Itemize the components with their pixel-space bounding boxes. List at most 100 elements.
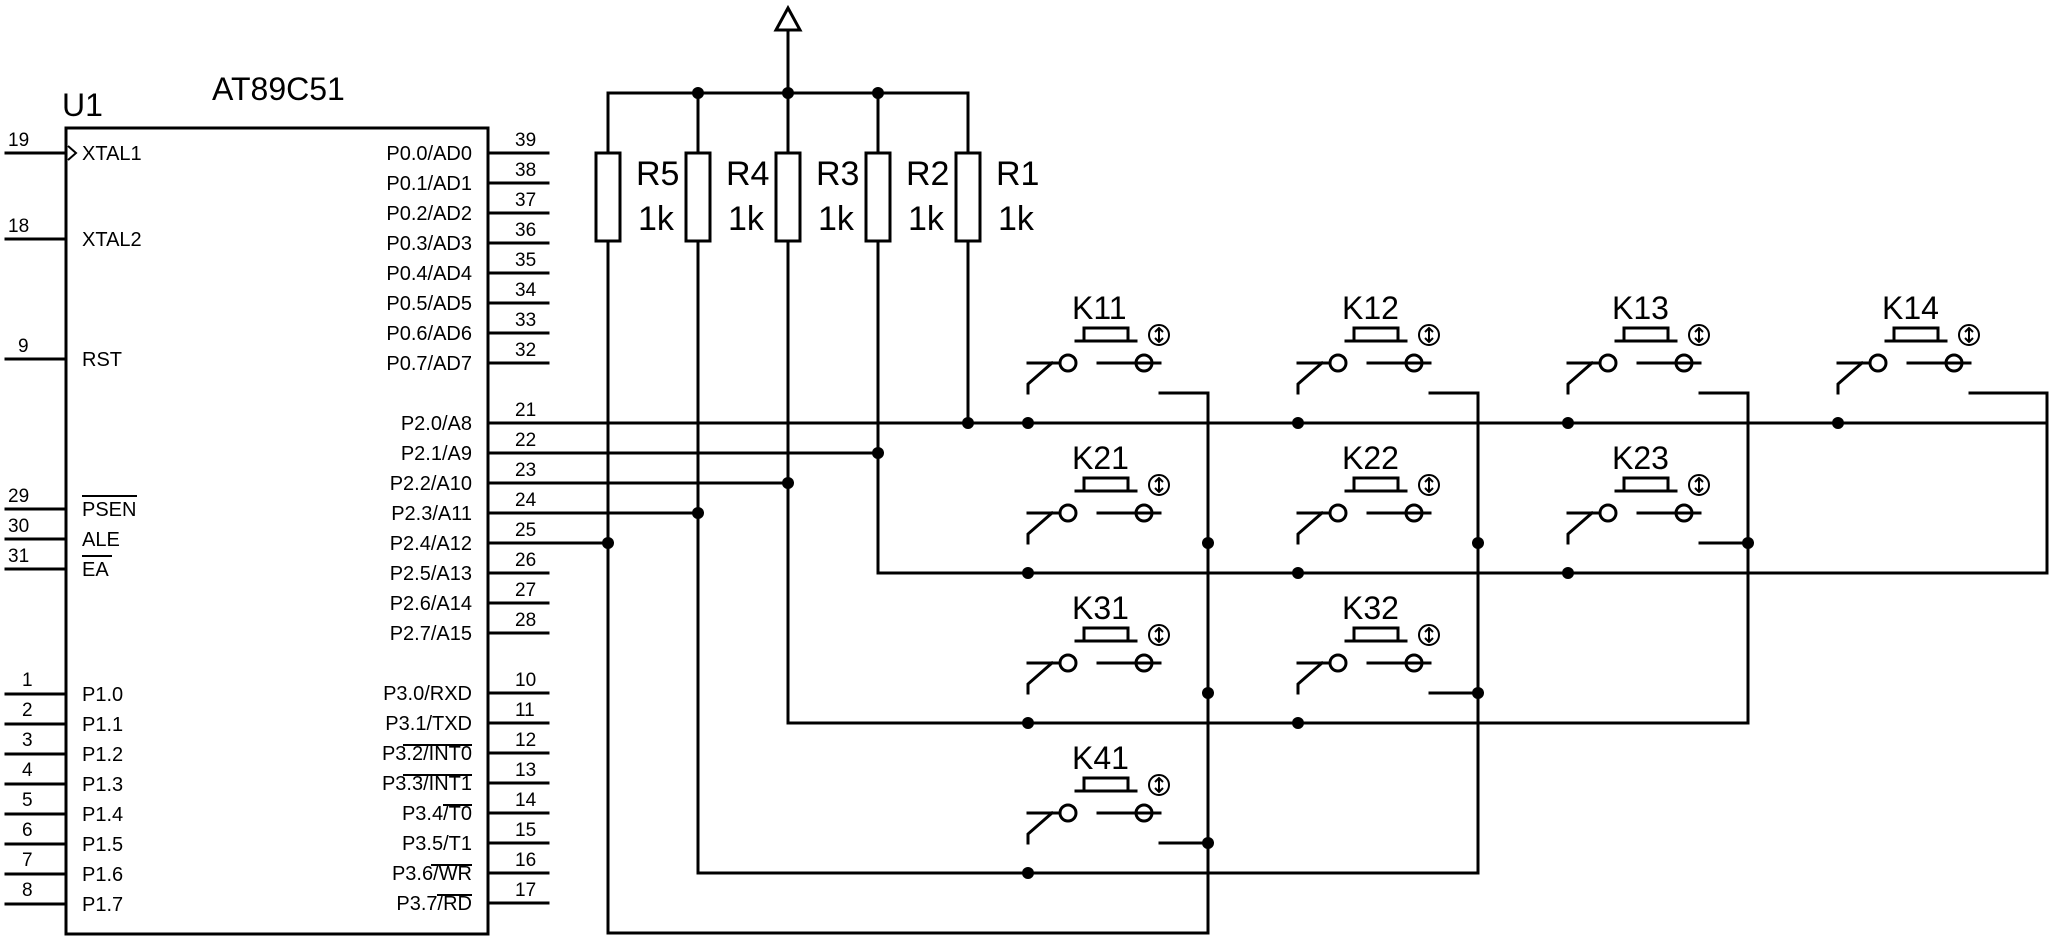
resistor-ref: R1 — [996, 155, 1039, 193]
resistor-r5: R5 1k — [594, 91, 679, 243]
pin-p1-4: 5 P1.4 — [4, 790, 123, 826]
pin-number: 21 — [515, 400, 536, 421]
pin-label: P0.2/AD2 — [386, 203, 472, 225]
key-k12: K12 — [1296, 290, 1440, 395]
pin-label: P0.6/AD6 — [386, 323, 472, 345]
power-arrow-icon — [773, 4, 803, 32]
pin-number: 16 — [515, 850, 536, 871]
port-wires — [546, 421, 2049, 545]
pin-psen: 29 PSEN — [4, 486, 137, 521]
pin-label: P2.3/A11 — [391, 503, 472, 525]
pin-number: 15 — [515, 820, 536, 841]
pin-label: P1.3 — [82, 774, 123, 796]
pin-number: 27 — [515, 580, 536, 601]
pin-number: 28 — [515, 610, 536, 631]
pin-label: ALE — [82, 529, 120, 551]
pin-number: 38 — [515, 160, 536, 181]
junction-dots — [602, 87, 1844, 879]
pin-number: 13 — [515, 760, 536, 781]
pin-label: P1.2 — [82, 744, 123, 766]
junction-dot — [692, 87, 704, 99]
junction-dot — [1202, 687, 1214, 699]
key-k22: K22 — [1296, 440, 1440, 545]
vcc-supply — [606, 4, 970, 95]
pin-label: P0.1/AD1 — [386, 173, 472, 195]
key-k41: K41 — [1026, 740, 1170, 845]
pin-xtal1: 19 XTAL1 — [4, 130, 142, 165]
pin-label: XTAL1 — [82, 143, 142, 165]
pin-number: 4 — [22, 760, 33, 781]
pin-number: 12 — [515, 730, 536, 751]
chip-part: AT89C51 — [212, 71, 345, 107]
pin-number: 10 — [515, 670, 536, 691]
pin-number: 32 — [515, 340, 536, 361]
resistor-r2: R2 1k — [864, 91, 949, 243]
pin-label: P1.4 — [82, 804, 123, 826]
pin-label: P2.5/A13 — [390, 563, 472, 585]
pin-label: P3.5/T1 — [402, 833, 472, 855]
column-k1-wire — [1158, 391, 1210, 845]
pin-label: P1.6 — [82, 864, 123, 886]
pin-number: 6 — [22, 820, 33, 841]
pin-ea: 31 EA — [4, 546, 112, 581]
key-label: K13 — [1612, 290, 1669, 326]
key-k11: K11 — [1026, 290, 1170, 395]
junction-dot — [782, 477, 794, 489]
key-label: K31 — [1072, 590, 1129, 626]
pin-label: P2.4/A12 — [390, 533, 472, 555]
pin-p1-2: 3 P1.2 — [4, 730, 123, 766]
pin-number: 1 — [22, 670, 33, 691]
pin-number: 3 — [22, 730, 33, 751]
junction-dot — [1472, 687, 1484, 699]
key-k14: K14 — [1836, 290, 1980, 395]
pin-number: 37 — [515, 190, 536, 211]
junction-dot — [602, 537, 614, 549]
pin-number: 11 — [515, 700, 535, 721]
pin-number: 29 — [8, 486, 29, 507]
pin-label: P2.1/A9 — [401, 443, 472, 465]
resistor-value: 1k — [818, 200, 855, 238]
row-wires — [606, 391, 2049, 935]
key-k32: K32 — [1296, 590, 1440, 695]
resistor-ref: R4 — [726, 155, 769, 193]
pin-number: 26 — [515, 550, 536, 571]
pin-p1-5: 6 P1.5 — [4, 820, 123, 856]
junction-dot — [872, 447, 884, 459]
key-label: K22 — [1342, 440, 1399, 476]
switch-action-icon — [1688, 324, 1710, 346]
pin-label: P3.0/RXD — [383, 683, 472, 705]
resistor-r4: R4 1k — [684, 91, 769, 243]
pin-number: 22 — [515, 430, 536, 451]
chip-right-pins: 39P0.0/AD038P0.1/AD137P0.2/AD236P0.3/AD3… — [382, 130, 550, 915]
resistor-ref: R5 — [636, 155, 679, 193]
junction-dot — [1472, 537, 1484, 549]
pin-label: P3.7/RD — [396, 893, 472, 915]
resistor-value: 1k — [638, 200, 675, 238]
pin-number: 17 — [515, 880, 536, 901]
resistor-ref: R3 — [816, 155, 859, 193]
junction-dot — [1562, 567, 1574, 579]
pin-label: P0.4/AD4 — [386, 263, 472, 285]
junction-dot — [872, 87, 884, 99]
pin-xtal2: 18 XTAL2 — [4, 216, 142, 251]
pin-number: 25 — [515, 520, 536, 541]
pin-number: 8 — [22, 880, 33, 901]
junction-dot — [1562, 417, 1574, 429]
switch-action-icon — [1148, 774, 1170, 796]
chip-left-pins: 19 XTAL1 18 XTAL2 9 RST 29 PSEN 30 ALE 3… — [4, 130, 142, 916]
key-label: K14 — [1882, 290, 1939, 326]
